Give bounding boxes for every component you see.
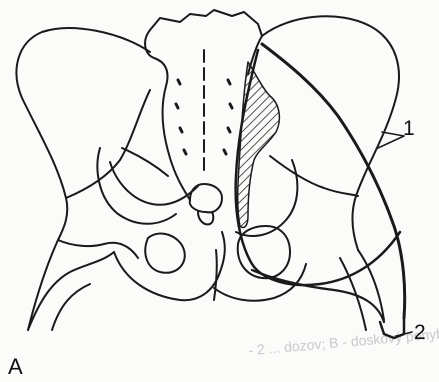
muscle-belly-outline (262, 44, 405, 318)
callout-1-label: 1 (403, 118, 415, 139)
left-ilium-outline (16, 28, 150, 330)
sacrum-top (150, 10, 262, 36)
pelvic-inlet-left (110, 162, 198, 205)
right-ilium-outline (262, 16, 399, 250)
panel-label: A (8, 356, 23, 378)
left-sacroiliac-edge (122, 148, 168, 176)
left-greater-trochanter (58, 240, 138, 258)
left-ilium-crest-inner (66, 90, 150, 198)
coccyx (190, 184, 222, 212)
left-acetabulum (97, 148, 176, 224)
hatched-muscle (238, 62, 280, 228)
left-obturator-foramen (145, 234, 184, 273)
coccyx-tip (198, 212, 213, 224)
left-femur-outline (28, 252, 114, 330)
symphysis (214, 250, 217, 300)
muscle-lower-tendon (252, 270, 384, 322)
right-ilium-inner (270, 156, 358, 196)
right-femur-shaft (340, 250, 384, 330)
callout-2-label: 2 (414, 322, 426, 343)
left-pubis (114, 232, 225, 300)
